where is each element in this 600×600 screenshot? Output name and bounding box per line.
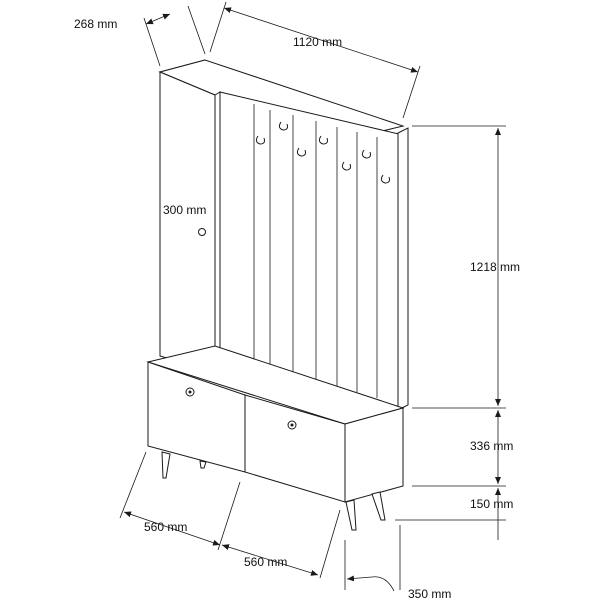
hook-icon xyxy=(361,149,371,159)
hook-icon xyxy=(278,121,288,131)
label-drawer-right: 560 mm xyxy=(244,555,287,569)
extension-line xyxy=(209,1,227,53)
label-width-total: 1120 mm xyxy=(293,35,342,49)
furniture xyxy=(146,59,409,531)
tall-unit-front xyxy=(159,71,216,373)
hook-icon xyxy=(380,174,390,184)
extension-line xyxy=(119,451,147,519)
leg-back-right xyxy=(371,491,386,521)
leg-front-left xyxy=(161,451,171,479)
label-bench-depth: 350 mm xyxy=(408,587,451,600)
extension-line xyxy=(319,509,341,579)
coat-panel-slats xyxy=(253,104,378,398)
hook-icon xyxy=(296,147,306,157)
label-leg-height: 150 mm xyxy=(470,497,513,511)
label-depth-top: 268 mm xyxy=(74,17,117,31)
label-panel-height: 1218 mm xyxy=(470,260,520,274)
dim-depth-top-line xyxy=(145,13,171,25)
drawer-left-knob-dot xyxy=(188,390,192,394)
dim-bench-depth-curve xyxy=(371,576,395,592)
tall-unit-knob-icon xyxy=(198,228,206,236)
dim-width-total-line xyxy=(223,7,419,73)
drawer-right-knob-dot xyxy=(290,423,294,427)
dimension-labels: 268 mm 1120 mm 300 mm 1218 mm 336 mm 150… xyxy=(74,17,520,600)
leg-back-left xyxy=(199,460,207,469)
coat-panel-side xyxy=(397,127,409,411)
dim-bench-depth-line xyxy=(346,575,373,582)
coat-hooks xyxy=(255,121,390,184)
leg-front-right xyxy=(345,499,357,531)
label-tall-unit-width: 300 mm xyxy=(163,203,206,217)
hook-icon xyxy=(318,135,328,145)
extension-line xyxy=(402,65,421,119)
tall-unit-side xyxy=(214,91,221,373)
dim-drawer-right-line xyxy=(221,544,319,576)
bench-side xyxy=(344,407,404,503)
label-bench-height: 336 mm xyxy=(470,439,513,453)
hook-icon xyxy=(255,135,265,145)
extension-line xyxy=(143,17,161,67)
extension-line xyxy=(187,5,206,55)
extension-line xyxy=(217,481,241,551)
hook-icon xyxy=(341,161,351,171)
dim-drawer-left-line xyxy=(123,511,221,546)
label-drawer-left: 560 mm xyxy=(144,520,187,534)
dimension-lines xyxy=(119,1,506,592)
